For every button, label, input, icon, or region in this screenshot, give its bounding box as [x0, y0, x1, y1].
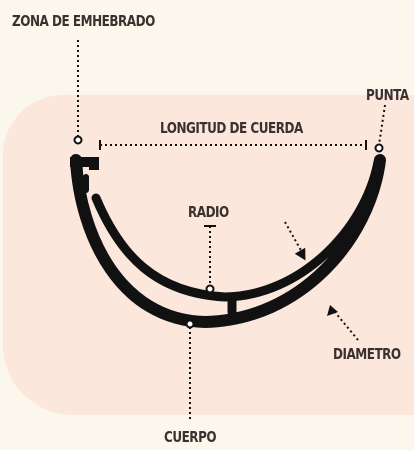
- label-longitud-de-cuerda: LONGITUD DE CUERDA: [160, 119, 303, 137]
- label-punta: PUNTA: [366, 86, 409, 104]
- label-diametro: DIAMETRO: [333, 345, 401, 363]
- cuerpo-endpoint: [185, 319, 195, 329]
- inner-arrowhead: [294, 247, 306, 261]
- label-zona-de-emhebrado: ZONA DE EMHEBRADO: [12, 12, 155, 30]
- punta-leader-line: [378, 104, 386, 146]
- label-radio: RADIO: [188, 203, 229, 221]
- label-cuerpo: CUERPO: [164, 428, 217, 446]
- needle-body: [70, 154, 386, 329]
- radio-endpoint: [205, 284, 215, 294]
- punta-endpoint: [374, 143, 384, 153]
- needle-inner-arc: [91, 157, 383, 302]
- diametro-arrowhead: [327, 305, 338, 316]
- needle-eye-block: [70, 157, 99, 170]
- zona-endpoint: [73, 135, 83, 145]
- inner-arrow-line: [284, 221, 304, 255]
- diametro-arrow-line: [333, 310, 359, 341]
